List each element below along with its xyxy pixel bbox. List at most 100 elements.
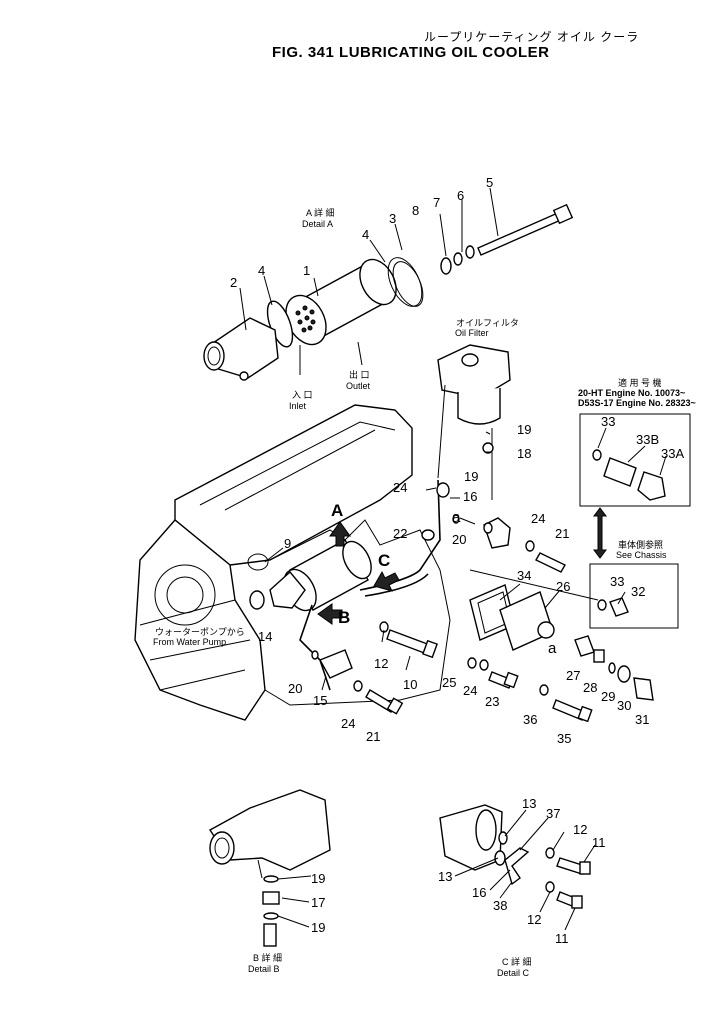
callout-29: 29 (601, 689, 616, 704)
detail-b-drawing (208, 789, 331, 947)
double-arrow-icon (593, 507, 607, 559)
callout-6: 6 (457, 188, 465, 203)
detail-c-drawing (439, 804, 591, 909)
callout-24c: 24 (463, 683, 478, 698)
callout-21b: 21 (366, 729, 381, 744)
applicable-box-drawing (579, 413, 691, 629)
callout-33: 33 (601, 414, 616, 429)
callout-19a: 19 (517, 422, 532, 437)
callout-33a: 33A (661, 446, 685, 461)
hardware-drawing (311, 514, 566, 715)
callout-16-detail-c: 16 (472, 885, 487, 900)
view-a-letter: A (331, 501, 344, 520)
from-pump-jp: ウォーターポンプから (155, 627, 245, 637)
callout-14: 14 (258, 629, 273, 644)
inlet-label: Inlet (289, 401, 307, 411)
from-pump-label: From Water Pump (153, 637, 227, 647)
detail-a-drawing (203, 203, 574, 381)
view-c-letter: C (378, 551, 391, 570)
callout-28: 28 (583, 680, 598, 695)
callout-31: 31 (635, 712, 650, 727)
callout-12: 12 (374, 656, 389, 671)
callout-38: 38 (493, 898, 508, 913)
callout-13-detail-c: 13 (438, 869, 453, 884)
callout-3: 3 (389, 211, 397, 226)
see-chassis-jp: 車体側参照 (618, 540, 664, 550)
box-32 (589, 563, 679, 629)
flange-drawing (467, 569, 654, 723)
view-b-letter: B (338, 608, 351, 627)
callout-19b: 19 (464, 469, 479, 484)
callout-20b: 20 (288, 681, 303, 696)
callout-1: 1 (303, 263, 311, 278)
callout-20a: 20 (452, 532, 467, 547)
callout-19-detail-b-bottom: 19 (311, 920, 326, 935)
callout-21a: 21 (555, 526, 570, 541)
callout-35: 35 (557, 731, 572, 746)
callout-19-detail-b-top: 19 (311, 871, 326, 886)
callout-32: 32 (631, 584, 646, 599)
callout-4b: 4 (362, 227, 370, 242)
callout-13-detail-c-top: 13 (522, 796, 537, 811)
callout-11-detail-c: 11 (555, 931, 569, 946)
callout-33-chassis: 33 (610, 574, 625, 589)
callout-4a: 4 (258, 263, 266, 278)
callout-27: 27 (566, 668, 581, 683)
leader-lines (239, 187, 667, 931)
detail-b-jp: B 詳 細 (253, 953, 283, 963)
callout-10: 10 (403, 677, 418, 692)
see-chassis-label: See Chassis (616, 550, 667, 560)
figure-title-jp: ループリケーティング オイル クーラ (424, 30, 640, 44)
detail-c-jp: C 詳 細 (502, 957, 532, 967)
applicable-line-2: D53S-17 Engine No. 28323~ (578, 398, 696, 408)
callout-30: 30 (617, 698, 632, 713)
box-33 (579, 413, 691, 507)
callout-37: 37 (546, 806, 561, 821)
callout-33b: 33B (636, 432, 660, 447)
installed-cooler-drawing (269, 442, 511, 691)
callout-23: 23 (485, 694, 500, 709)
arrow-icon (373, 570, 400, 592)
outlet-jp: 出 口 (349, 370, 370, 380)
detail-c-label: Detail C (497, 968, 530, 978)
callout-34: 34 (517, 568, 532, 583)
engine-block-drawing (134, 404, 451, 721)
o-ring-14 (249, 590, 265, 610)
callout-12-detail-c: 12 (527, 912, 542, 927)
callout-9: 9 (284, 536, 292, 551)
callout-12-detail-c-top: 12 (573, 822, 588, 837)
callout-22: 22 (393, 526, 408, 541)
arrow-icon (317, 603, 343, 625)
callout-17: 17 (311, 895, 326, 910)
oil-filter-label: Oil Filter (455, 328, 489, 338)
applicable-jp: 適 用 号 機 (618, 378, 662, 388)
callout-5: 5 (486, 175, 494, 190)
callout-7: 7 (433, 195, 441, 210)
applicable-line-1: 20-HT Engine No. 10073~ (578, 388, 686, 398)
callout-8: 8 (412, 203, 420, 218)
oil-filter-drawing (437, 344, 511, 500)
connection-a-1: a (452, 509, 461, 526)
connection-a-2: a (548, 640, 557, 657)
callout-36: 36 (523, 712, 538, 727)
oil-filter-jp: オイルフィルタ (456, 318, 519, 328)
callout-25: 25 (442, 675, 457, 690)
bolt-5 (477, 211, 564, 256)
callout-18: 18 (517, 446, 532, 461)
detail-b-label: Detail B (248, 964, 280, 974)
callout-24d: 24 (341, 716, 356, 731)
figure-title: FIG. 341 LUBRICATING OIL COOLER (272, 44, 550, 61)
callout-26: 26 (556, 579, 571, 594)
detail-a-jp: A 詳 細 (306, 208, 335, 218)
callout-16: 16 (463, 489, 478, 504)
callout-11-detail-c-top: 11 (592, 835, 606, 850)
callout-24b: 24 (531, 511, 546, 526)
inlet-jp: 入 口 (292, 390, 313, 400)
callout-24a: 24 (393, 480, 408, 495)
view-arrows (317, 521, 400, 625)
detail-a-label: Detail A (302, 219, 334, 229)
callout-2: 2 (230, 275, 238, 290)
outlet-label: Outlet (346, 381, 371, 391)
